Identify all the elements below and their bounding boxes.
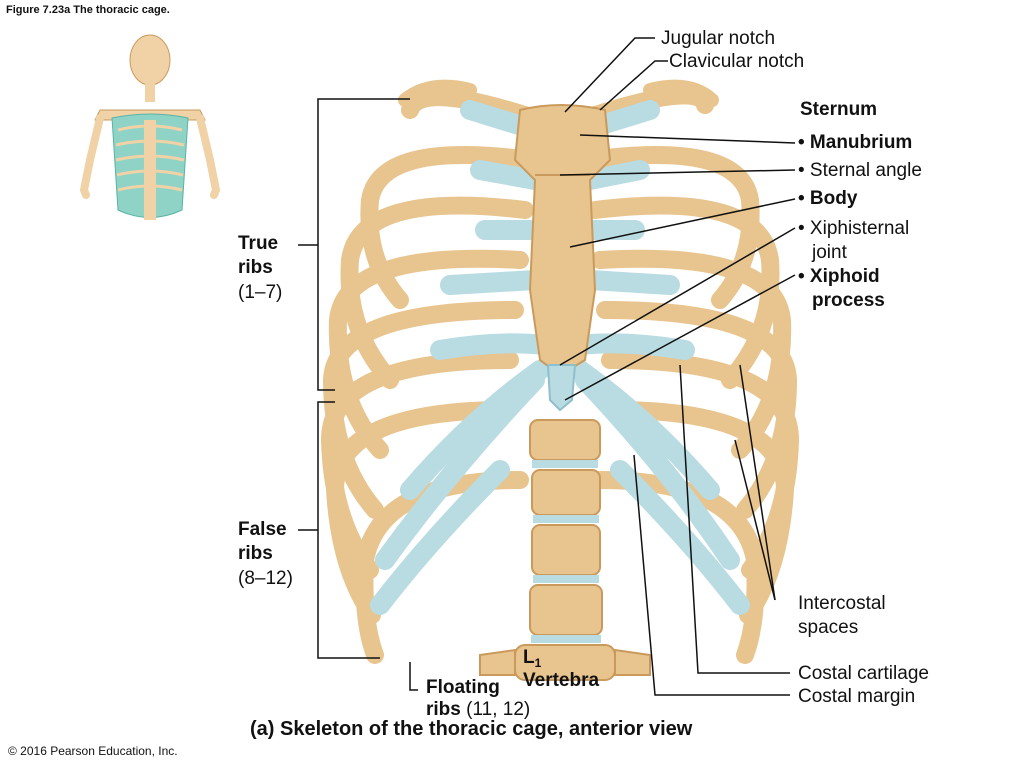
rib-brackets <box>298 98 410 659</box>
sternal-angle-label: • Sternal angle <box>798 160 922 181</box>
true-ribs-label-line2: ribs <box>238 257 273 278</box>
floating-ribs-label-line2: ribs (11, 12) <box>426 698 530 722</box>
false-ribs-label-line2: ribs <box>238 543 273 564</box>
vertebra-label: Vertebra <box>523 670 600 691</box>
costal-cartilage-label: Costal cartilage <box>798 663 929 684</box>
sternum-heading: Sternum <box>800 99 878 120</box>
floating-ribs-label-range: (11, 12) <box>466 699 531 720</box>
costal-margin-label: Costal margin <box>798 686 916 707</box>
clavicular-notch-label: Clavicular notch <box>669 51 805 72</box>
leader-lines <box>409 37 796 696</box>
l1-letter: L <box>523 647 535 668</box>
manubrium-label: • Manubrium <box>798 132 913 153</box>
body-label: • Body <box>798 188 858 209</box>
caption-text: Skeleton of the thoracic cage, anterior … <box>280 718 693 740</box>
l1-label: L1 <box>523 646 541 671</box>
true-ribs-label-line1: True <box>238 233 279 254</box>
xiphisternal-joint-label-line2: joint <box>812 242 847 263</box>
true-ribs-label-line3: (1–7) <box>238 282 283 303</box>
caption-tag: (a) <box>250 718 275 740</box>
jugular-notch-label: Jugular notch <box>661 28 776 49</box>
intercostal-spaces-label-line1: Intercostal <box>798 593 886 614</box>
copyright-notice: © 2016 Pearson Education, Inc. <box>8 744 178 758</box>
figure-caption: (a) Skeleton of the thoracic cage, anter… <box>250 718 692 741</box>
false-ribs-label-line3: (8–12) <box>238 568 293 589</box>
intercostal-spaces-label-line2: spaces <box>798 617 859 638</box>
xiphisternal-joint-label-line1: • Xiphisternal <box>798 218 910 239</box>
xiphoid-process-label-line1: • Xiphoid <box>798 266 880 287</box>
false-ribs-label-line1: False <box>238 519 287 540</box>
figure-title: Figure 7.23a The thoracic cage. <box>6 4 170 16</box>
floating-ribs-label-line1: Floating <box>426 677 500 698</box>
thumbnail-skeleton <box>79 34 221 220</box>
rib-cage <box>320 79 800 681</box>
l1-subscript: 1 <box>534 656 542 670</box>
floating-ribs-label-word: ribs <box>426 699 461 720</box>
xiphoid-process-label-line2: process <box>812 290 885 311</box>
